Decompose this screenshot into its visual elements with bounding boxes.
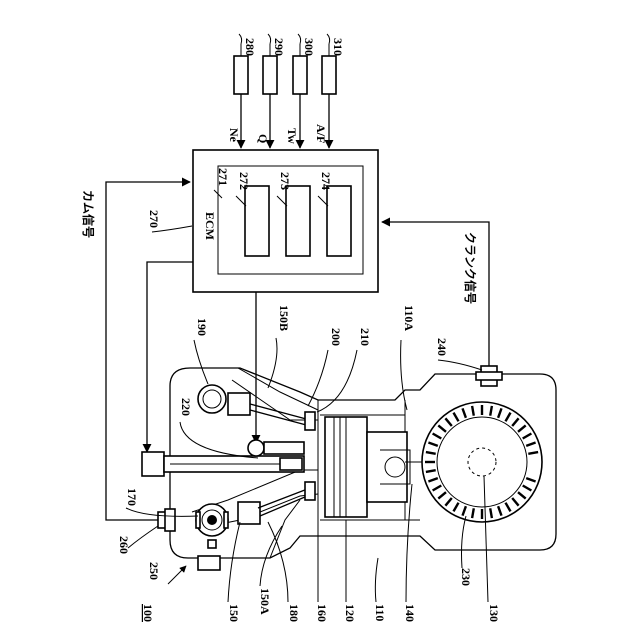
crank-tooth xyxy=(426,452,436,454)
vvt-actuator xyxy=(198,556,220,570)
label-180: 180 xyxy=(287,604,301,622)
cam-signal-label: カム信号 xyxy=(81,190,96,238)
signal-q: Q xyxy=(256,134,270,143)
label-220: 220 xyxy=(179,398,193,416)
crank-tooth xyxy=(490,406,492,416)
ecm-unit: ECM 271 272 273 274 xyxy=(193,150,378,292)
label-270: 270 xyxy=(147,210,161,228)
label-290: 290 xyxy=(272,38,286,56)
crank-tooth xyxy=(528,452,538,454)
label-240: 240 xyxy=(435,338,449,356)
label-190: 190 xyxy=(195,318,209,336)
cam-angle-sensor xyxy=(158,509,175,531)
label-170: 170 xyxy=(125,488,139,506)
signal-af: A/F xyxy=(314,124,328,143)
label-230: 230 xyxy=(459,568,473,586)
label-160: 160 xyxy=(315,604,329,622)
crank-tooth xyxy=(426,470,436,472)
label-200: 200 xyxy=(329,328,343,346)
crank-signal-label: クランク信号 xyxy=(463,232,478,304)
label-150b: 150B xyxy=(277,305,291,331)
label-120: 120 xyxy=(343,604,357,622)
crank-tooth xyxy=(490,508,492,518)
label-260: 260 xyxy=(117,536,131,554)
label-300: 300 xyxy=(302,38,316,56)
piston xyxy=(325,417,410,517)
label-140: 140 xyxy=(403,604,417,622)
label-150: 150 xyxy=(227,604,241,622)
label-273: 273 xyxy=(278,172,292,190)
exhaust-camshaft xyxy=(198,385,226,413)
label-100: 100 xyxy=(141,604,155,622)
label-271: 271 xyxy=(216,168,230,186)
label-110: 110 xyxy=(373,604,387,621)
label-210: 210 xyxy=(358,328,372,346)
crank-tooth xyxy=(472,406,474,416)
crankshaft xyxy=(405,402,542,522)
label-130: 130 xyxy=(487,604,501,622)
spark-plug xyxy=(248,440,304,456)
label-280: 280 xyxy=(243,38,257,56)
label-272: 272 xyxy=(237,172,251,190)
label-110a: 110A xyxy=(402,305,416,331)
sensor-290: 290 xyxy=(263,34,286,148)
exhaust-valve xyxy=(228,393,315,430)
intake-camshaft xyxy=(196,504,228,548)
label-274: 274 xyxy=(319,172,333,190)
label-250: 250 xyxy=(147,562,161,580)
label-150a: 150A xyxy=(258,588,272,615)
intake-valve xyxy=(238,482,315,524)
crank-tooth xyxy=(472,508,474,518)
fuel-injector xyxy=(142,452,304,476)
signal-ne: Ne xyxy=(227,128,241,143)
signal-tw: Tw xyxy=(285,128,299,144)
label-310: 310 xyxy=(331,38,345,56)
ecm-label: ECM xyxy=(203,212,217,240)
